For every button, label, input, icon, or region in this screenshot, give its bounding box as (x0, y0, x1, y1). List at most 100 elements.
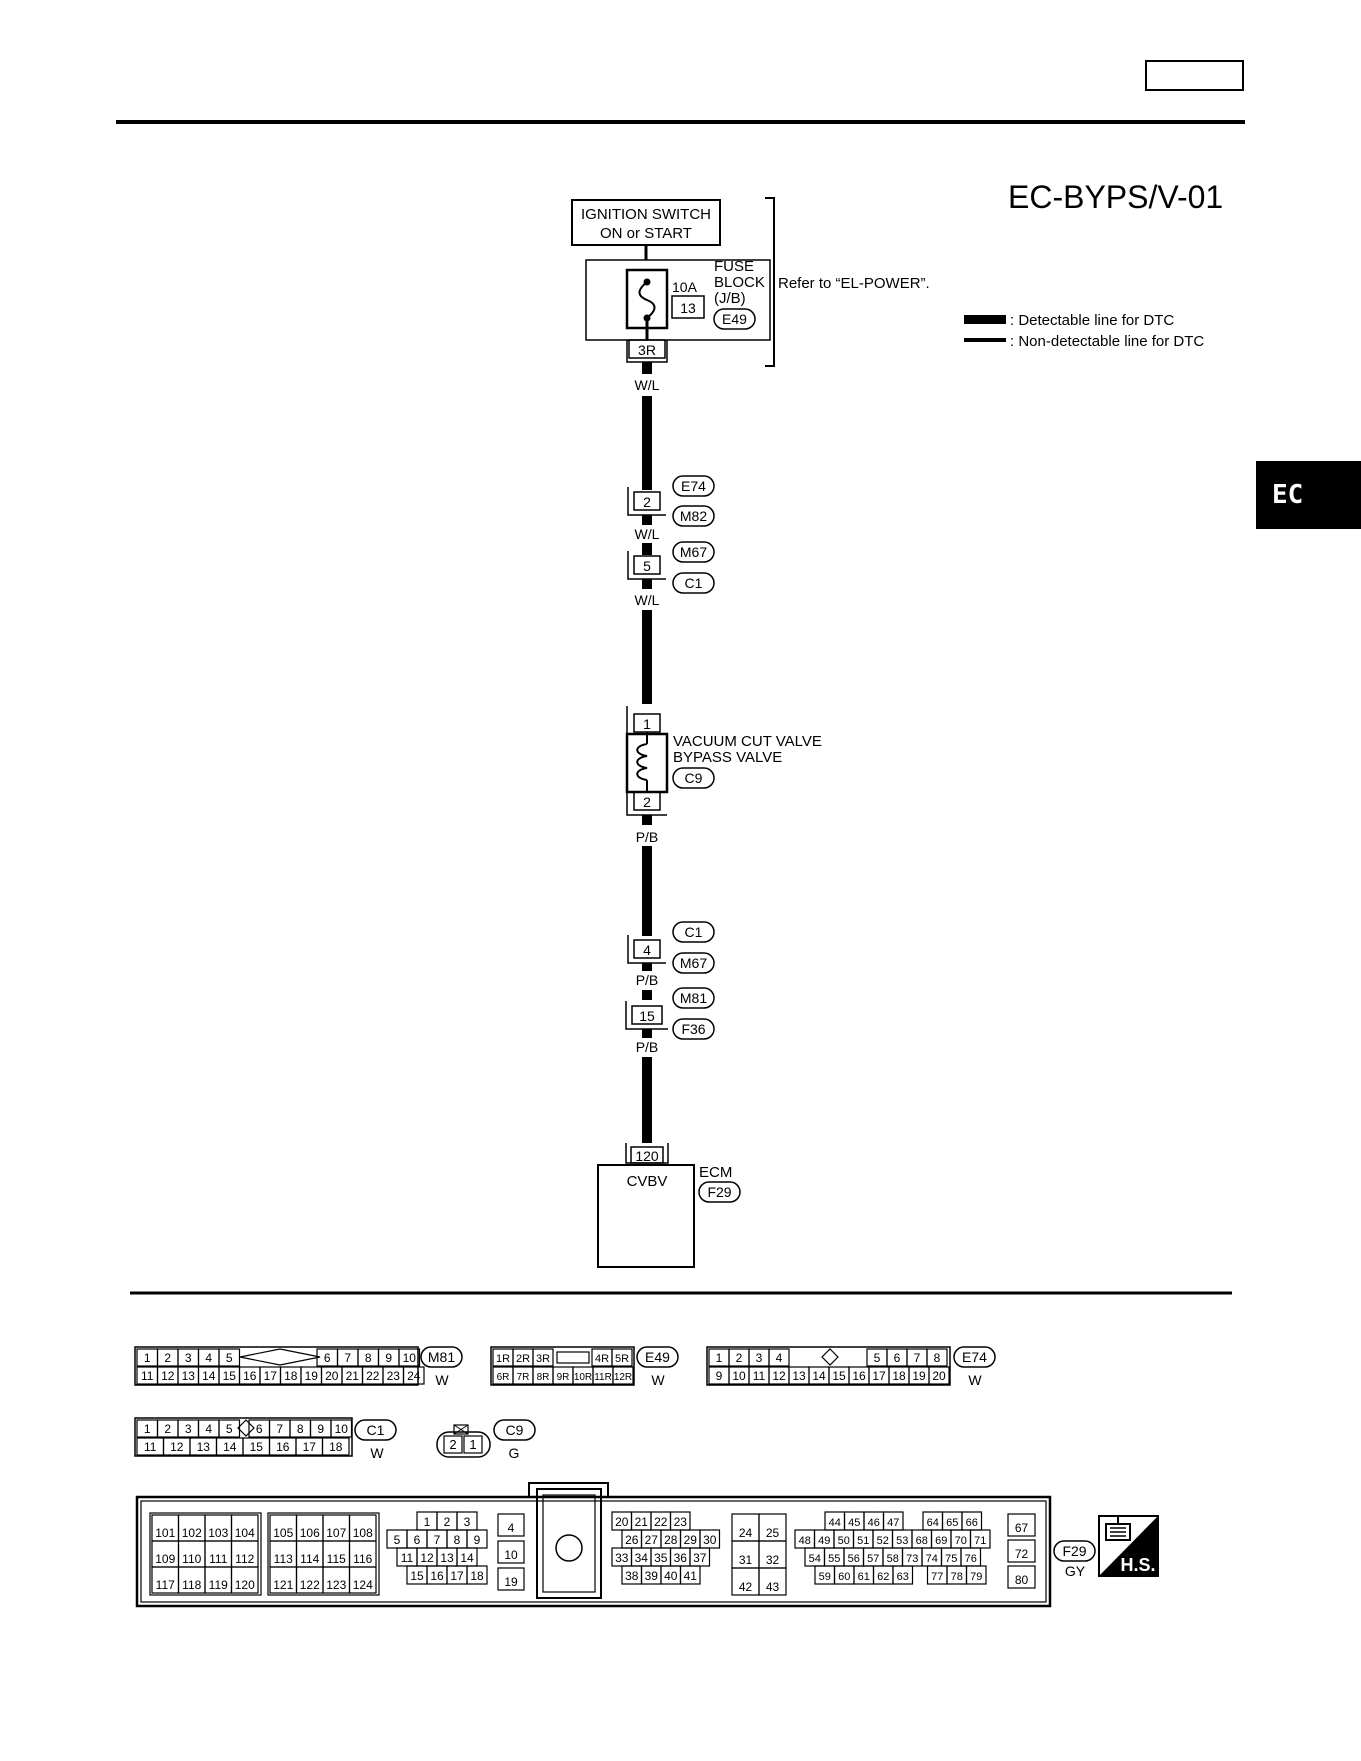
f29-cell (679, 1565, 701, 1585)
e49-pin: 12R (614, 1372, 632, 1383)
m81-pin: 13 (182, 1369, 196, 1383)
c1-cell (330, 1419, 353, 1438)
e74-cell (926, 1348, 948, 1367)
f29-cell (497, 1567, 525, 1591)
f29-pin: 124 (353, 1578, 373, 1592)
c1-pin: 6 (256, 1422, 263, 1436)
f29-pin: 37 (693, 1551, 707, 1565)
f29-pin: 63 (897, 1571, 909, 1583)
c1-pin: 5 (226, 1422, 233, 1436)
f29-pin: 18 (470, 1569, 484, 1583)
c9-housing (436, 1431, 491, 1458)
f29-cell (348, 1566, 377, 1594)
f29-pin: 16 (430, 1569, 444, 1583)
f29-pin: 32 (766, 1553, 780, 1567)
e74-pin: 10 (732, 1369, 746, 1383)
f29-pin: 78 (951, 1571, 963, 1583)
section-tab-ec[interactable]: EC (1256, 461, 1361, 529)
fuse-block-box (585, 259, 771, 341)
f29-housing (135, 1495, 1052, 1608)
e74-pin: 7 (914, 1351, 921, 1365)
f29-pin: 54 (809, 1553, 821, 1565)
f29-pin: 10 (504, 1548, 518, 1562)
f29-cell (230, 1566, 259, 1594)
f29-pin: 43 (766, 1580, 780, 1594)
m81-pin: 22 (366, 1369, 380, 1383)
f29-pin: 34 (635, 1551, 649, 1565)
f29-pin: 25 (766, 1526, 780, 1540)
f29-color: GY (1065, 1563, 1086, 1579)
f29-pin: 109 (155, 1552, 175, 1566)
f29-pin: 6 (414, 1533, 421, 1547)
c1-pin: 9 (317, 1422, 324, 1436)
e49-pin: 2R (516, 1353, 530, 1365)
c1-pin: 17 (303, 1440, 317, 1454)
legend-nondetectable: : Non-detectable line for DTC (1010, 333, 1204, 350)
f29-pin: 73 (906, 1553, 918, 1565)
f29-pin: 7 (434, 1533, 441, 1547)
c9-cell (463, 1435, 483, 1454)
f29-pin: 46 (868, 1517, 880, 1529)
joint-conn-upper: M67 (680, 544, 707, 560)
m81-cell (402, 1366, 425, 1385)
f29-pin: 17 (450, 1569, 464, 1583)
f29-pin: 101 (155, 1526, 175, 1540)
f29-pin: 49 (818, 1535, 830, 1547)
f29-pin: 76 (965, 1553, 977, 1565)
f29-pin: 119 (209, 1578, 228, 1592)
f29-pin: 48 (799, 1535, 811, 1547)
joint-conn-lower: M67 (680, 955, 707, 971)
f29-pin: 80 (1015, 1573, 1029, 1587)
m81-pin: 8 (365, 1351, 372, 1365)
f29-pin: 13 (440, 1551, 454, 1565)
f29-pin: 104 (235, 1526, 255, 1540)
vacuum-cut-valve: 1 2 VACUUM CUT VALVE BYPASS VALVE C9 (625, 706, 822, 816)
c1-pin: 12 (170, 1440, 184, 1454)
e74-cell (928, 1366, 950, 1385)
e49-pin: 3R (536, 1353, 550, 1365)
f29-pin: 105 (273, 1526, 293, 1540)
f29-pin: 111 (209, 1552, 228, 1566)
m81-pin: 15 (223, 1369, 237, 1383)
f29-pin: 72 (1015, 1547, 1029, 1561)
f29-pin: 122 (300, 1578, 320, 1592)
e49-cell (532, 1348, 554, 1367)
e74-color: W (968, 1372, 982, 1388)
f29-pin: 110 (182, 1552, 201, 1566)
f29-pin: 71 (974, 1535, 986, 1547)
f29-pin: 58 (887, 1553, 899, 1565)
c1-cell (218, 1419, 241, 1438)
f29-pin: 56 (848, 1553, 860, 1565)
c1-pin: 10 (335, 1422, 349, 1436)
m81-pin: 3 (185, 1351, 192, 1365)
legend-detectable: : Detectable line for DTC (1010, 312, 1174, 329)
legend: : Detectable line for DTC : Non-detectab… (964, 312, 1204, 350)
joint-pin: 15 (639, 1008, 655, 1024)
f29-pin: 11 (401, 1551, 414, 1565)
e49-badge (636, 1346, 679, 1368)
e49-pin: 10R (574, 1372, 592, 1383)
f29-pin: 60 (838, 1571, 850, 1583)
f29-pin: 47 (887, 1517, 899, 1529)
c9-name: C9 (506, 1422, 524, 1438)
f29-pin: 51 (857, 1535, 869, 1547)
c1-pin: 13 (197, 1440, 211, 1454)
f29-pin: 55 (828, 1553, 840, 1565)
ecm-pin: 120 (635, 1148, 659, 1164)
f29-cell (1007, 1513, 1036, 1537)
e49-cell (611, 1348, 633, 1367)
wire-segment-4 (642, 1057, 652, 1143)
f29-cell (758, 1567, 787, 1596)
f29-pin: 123 (326, 1578, 346, 1592)
f29-pin: 9 (474, 1533, 481, 1547)
fuse-conn-badge (713, 308, 756, 330)
f29-pin: 24 (739, 1526, 753, 1540)
f29-pin: 107 (326, 1526, 346, 1540)
c1-pin: 14 (223, 1440, 237, 1454)
e49-pin: 4R (595, 1353, 609, 1365)
f29-pin: 3 (464, 1515, 471, 1529)
c1-color: W (370, 1445, 384, 1461)
m81-pin: 24 (407, 1369, 421, 1383)
e49-pin: 1R (496, 1353, 510, 1365)
wire-color-5: P/B (636, 972, 659, 988)
